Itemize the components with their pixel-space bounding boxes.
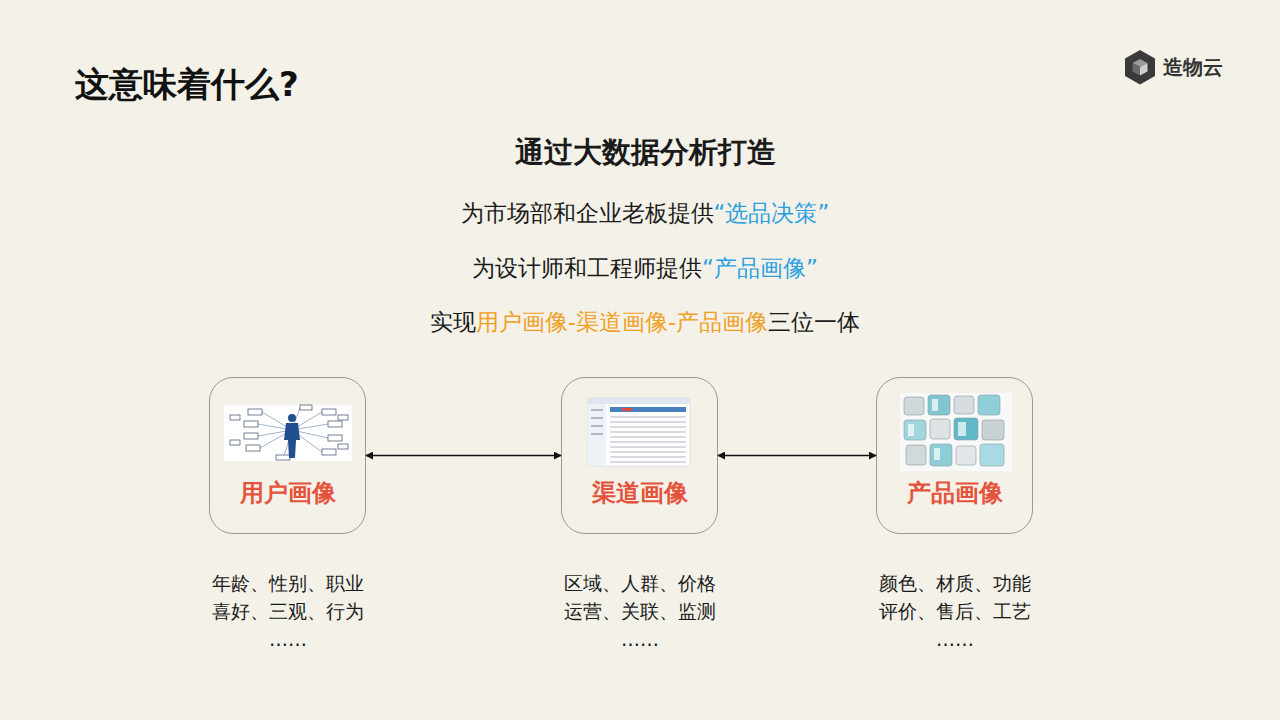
attribute-list: …… (530, 626, 750, 653)
product-render-image (900, 393, 1012, 471)
headline-segment: 为市场部和企业老板提供 (461, 198, 714, 229)
headline-row: 通过大数据分析打造 (10, 135, 1280, 171)
headline-segment: “产品画像” (702, 253, 818, 284)
headline-segment: 实现 (430, 307, 476, 338)
attribute-list: 喜好、三观、行为 (178, 598, 398, 625)
persona-label: 产品画像 (877, 478, 1032, 508)
user-persona-image (224, 405, 352, 461)
attribute-list: …… (845, 626, 1065, 653)
headline-segment: 为设计师和工程师提供 (472, 253, 702, 284)
attribute-list: 评价、售后、工艺 (845, 598, 1065, 625)
slide-title: 这意味着什么? (75, 64, 299, 104)
persona-label: 用户画像 (210, 478, 365, 508)
logo-icon (1125, 50, 1155, 85)
headline-row: 为市场部和企业老板提供“选品决策” (10, 195, 1280, 231)
headline-segment: 三位一体 (768, 307, 860, 338)
attribute-list: …… (178, 626, 398, 653)
headline-segment: “选品决策” (714, 198, 830, 229)
double-arrow (366, 455, 561, 457)
attribute-list: 区域、人群、价格 (530, 570, 750, 597)
persona-box: 用户画像 (209, 377, 366, 534)
persona-box: 产品画像 (876, 377, 1033, 534)
persona-box: 渠道画像 (561, 377, 718, 534)
logo-text: 造物云 (1163, 53, 1223, 81)
headline-row: 实现用户画像-渠道画像-产品画像三位一体 (10, 304, 1280, 340)
attribute-list: 运营、关联、监测 (530, 598, 750, 625)
headline: 通过大数据分析打造 (515, 133, 776, 173)
attribute-list: 颜色、材质、功能 (845, 570, 1065, 597)
headline-row: 为设计师和工程师提供“产品画像” (10, 250, 1280, 286)
channel-table-image (588, 398, 690, 466)
headline-segment: 用户画像-渠道画像-产品画像 (476, 307, 769, 338)
attribute-list: 年龄、性别、职业 (178, 570, 398, 597)
double-arrow (718, 455, 876, 457)
persona-label: 渠道画像 (562, 478, 717, 508)
